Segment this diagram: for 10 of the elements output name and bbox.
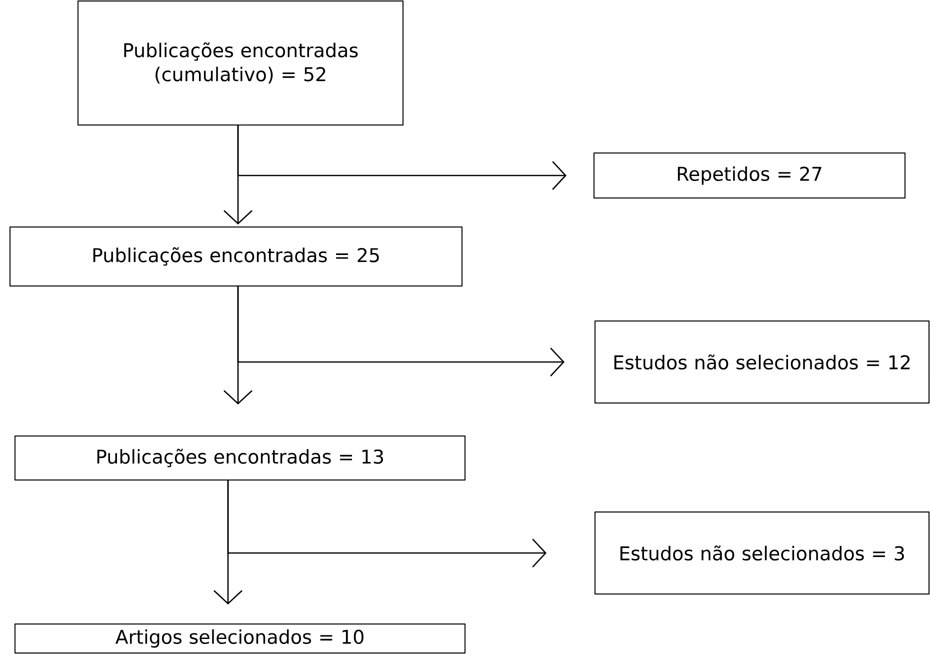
process-box: Repetidos = 27 bbox=[594, 152, 906, 198]
process-box: Artigos selecionados = 10 bbox=[14, 624, 466, 654]
process-box: Estudos não selecionados = 3 bbox=[594, 512, 930, 594]
arrow bbox=[237, 286, 564, 376]
process-box: Publicações encontradas = 25 bbox=[10, 226, 462, 286]
process-box: Publicações encontradas (cumulativo) = 52 bbox=[78, 0, 404, 126]
process-box: Publicações encontradas = 13 bbox=[14, 436, 466, 480]
process-box: Estudos não selecionados = 12 bbox=[594, 320, 930, 404]
arrow bbox=[237, 126, 566, 190]
arrow bbox=[227, 480, 546, 568]
